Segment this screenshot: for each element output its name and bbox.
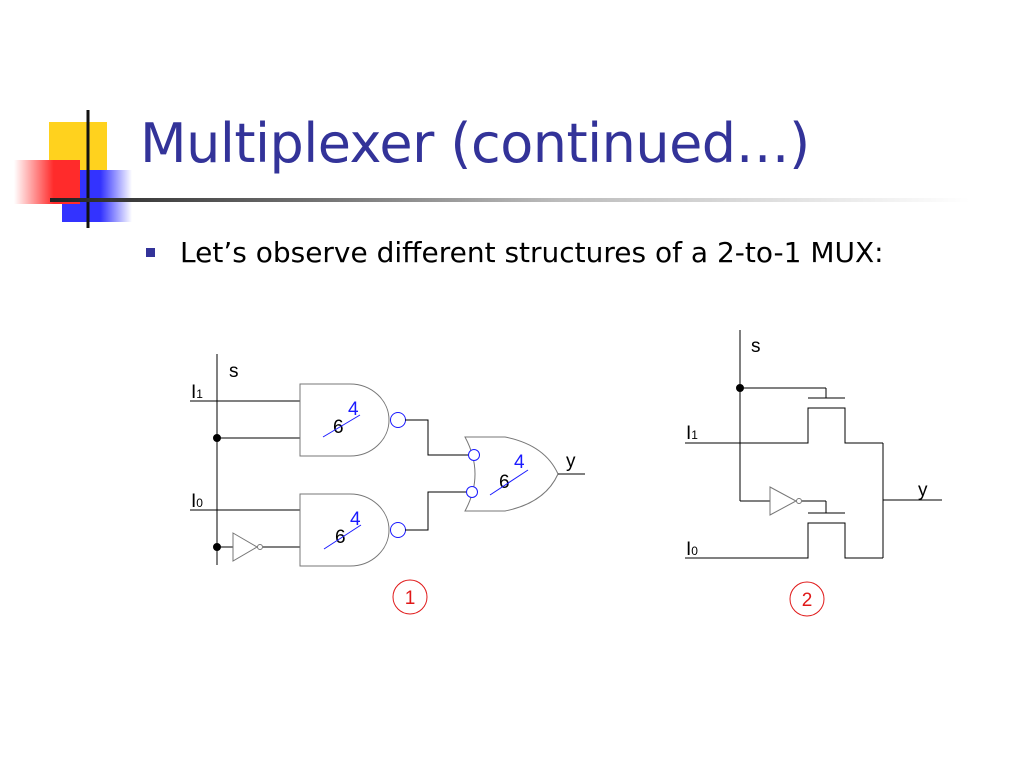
page-title: Multiplexer (continued…)	[140, 112, 810, 175]
i0-label: I0	[191, 491, 203, 512]
nand-top-slash	[322, 414, 361, 438]
bullet-text: Let’s observe different structures of a …	[180, 236, 884, 269]
nand-top-bubble	[390, 412, 406, 428]
title-rule	[50, 198, 970, 202]
or-bubble-bottom	[466, 486, 478, 498]
i0-label: I0	[686, 539, 698, 560]
or-ratio: 4	[514, 452, 525, 473]
inverter-1-bubble	[257, 544, 263, 550]
circuit-1-badge-label: 1	[405, 588, 416, 609]
nand-bottom-to-or-wire	[405, 491, 470, 531]
select-label: s	[229, 361, 239, 382]
select-label: s	[751, 336, 761, 357]
i1-label: I1	[686, 423, 698, 444]
or-bubble-top	[468, 449, 480, 461]
nand-gate-top	[299, 383, 390, 457]
junction-dot	[213, 543, 221, 551]
circuit-2-badge	[789, 581, 825, 617]
bullet-square-icon	[146, 248, 155, 257]
output-label: y	[566, 451, 576, 472]
nand-bottom-size: 6	[335, 527, 346, 548]
circuit-1: s I1 6 4 I0 6 4	[190, 354, 585, 615]
circuit-2-badge-label: 2	[802, 590, 813, 611]
nand-bottom-slash	[323, 524, 362, 550]
inverter-2	[769, 486, 798, 516]
or-slash	[489, 469, 529, 496]
or-gate	[464, 436, 559, 512]
inverter-1	[232, 532, 258, 562]
circuit-2: s I1 I0 y 2	[685, 330, 942, 617]
i1-label: I1	[191, 382, 203, 403]
nand-top-to-or-wire	[405, 419, 470, 456]
top-transistor-channel	[790, 407, 865, 444]
output-label: y	[918, 480, 928, 501]
or-size: 6	[499, 472, 510, 493]
bottom-transistor-channel	[790, 522, 865, 559]
logo-block	[14, 110, 132, 228]
nand-bottom-bubble	[390, 522, 406, 538]
nand-bottom-ratio: 4	[350, 509, 361, 530]
inverter-2-bubble	[796, 498, 802, 504]
bullet-item: Let’s observe different structures of a …	[146, 236, 884, 269]
junction-dot	[213, 434, 221, 442]
circuit-1-badge	[392, 579, 428, 615]
nand-top-ratio: 4	[348, 399, 359, 420]
nand-gate-bottom	[299, 493, 390, 567]
